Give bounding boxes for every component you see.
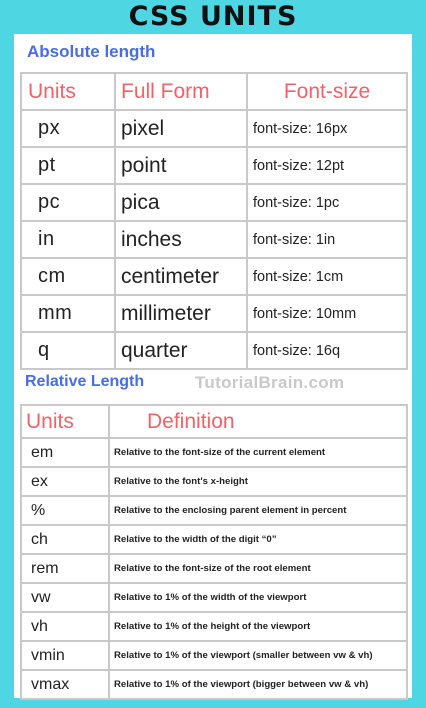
definition-cell: Relative to the enclosing parent element… — [108, 495, 408, 526]
full-form-cell: point — [114, 146, 248, 185]
unit-cell: vh — [20, 611, 110, 642]
font-size-cell: font-size: 1in — [246, 220, 408, 259]
unit-cell: q — [20, 331, 116, 370]
definition-cell: Relative to the font-size of the current… — [108, 437, 408, 468]
absolute-units-table: Units Full Form Font-size px pixel font-… — [20, 72, 408, 370]
table-row: ex Relative to the font's x-height — [20, 466, 408, 497]
font-size-cell: font-size: 10mm — [246, 294, 408, 333]
table-row: cm centimeter font-size: 1cm — [20, 257, 408, 296]
definition-cell: Relative to 1% of the viewport (bigger b… — [108, 669, 408, 700]
table-row: ch Relative to the width of the digit “0… — [20, 524, 408, 555]
unit-cell: in — [20, 220, 116, 259]
unit-cell: cm — [20, 257, 116, 296]
relative-length-heading: Relative Length — [25, 373, 145, 390]
table-row: px pixel font-size: 16px — [20, 109, 408, 148]
font-size-cell: font-size: 16px — [246, 109, 408, 148]
unit-cell: pc — [20, 183, 116, 222]
column-header-units: Units — [20, 404, 110, 439]
table-header-row: Units Full Form Font-size — [20, 72, 408, 111]
full-form-cell: inches — [114, 220, 248, 259]
column-header-full-form: Full Form — [114, 72, 248, 111]
table-row: mm millimeter font-size: 10mm — [20, 294, 408, 333]
table-row: vw Relative to 1% of the width of the vi… — [20, 582, 408, 613]
unit-cell: % — [20, 495, 110, 526]
definition-cell: Relative to the font's x-height — [108, 466, 408, 497]
unit-cell: ex — [20, 466, 110, 497]
full-form-cell: pixel — [114, 109, 248, 148]
watermark-text: TutorialBrain.com — [195, 373, 345, 392]
definition-cell: Relative to 1% of the width of the viewp… — [108, 582, 408, 613]
content-card: Absolute length Units Full Form Font-siz… — [14, 34, 412, 700]
page-title: CSS UNITS — [128, 1, 298, 32]
table-row: vh Relative to 1% of the height of the v… — [20, 611, 408, 642]
absolute-length-heading: Absolute length — [27, 42, 156, 61]
full-form-cell: pica — [114, 183, 248, 222]
table-row: em Relative to the font-size of the curr… — [20, 437, 408, 468]
unit-cell: vmin — [20, 640, 110, 671]
relative-units-table: Units Definition em Relative to the font… — [20, 404, 408, 700]
definition-cell: Relative to 1% of the height of the view… — [108, 611, 408, 642]
full-form-cell: centimeter — [114, 257, 248, 296]
font-size-cell: font-size: 1pc — [246, 183, 408, 222]
unit-cell: vw — [20, 582, 110, 613]
unit-cell: vmax — [20, 669, 110, 700]
definition-cell: Relative to 1% of the viewport (smaller … — [108, 640, 408, 671]
table-row: q quarter font-size: 16q — [20, 331, 408, 370]
table-row: rem Relative to the font-size of the roo… — [20, 553, 408, 584]
full-form-cell: millimeter — [114, 294, 248, 333]
font-size-cell: font-size: 16q — [246, 331, 408, 370]
unit-cell: mm — [20, 294, 116, 333]
unit-cell: em — [20, 437, 110, 468]
unit-cell: rem — [20, 553, 110, 584]
unit-cell: ch — [20, 524, 110, 555]
full-form-cell: quarter — [114, 331, 248, 370]
table-header-row: Units Definition — [20, 404, 408, 439]
table-row: % Relative to the enclosing parent eleme… — [20, 495, 408, 526]
table-row: pt point font-size: 12pt — [20, 146, 408, 185]
table-row: pc pica font-size: 1pc — [20, 183, 408, 222]
table-row: vmin Relative to 1% of the viewport (sma… — [20, 640, 408, 671]
unit-cell: px — [20, 109, 116, 148]
font-size-cell: font-size: 1cm — [246, 257, 408, 296]
table-row: vmax Relative to 1% of the viewport (big… — [20, 669, 408, 700]
table-row: in inches font-size: 1in — [20, 220, 408, 259]
font-size-cell: font-size: 12pt — [246, 146, 408, 185]
column-header-definition: Definition — [108, 404, 408, 439]
unit-cell: pt — [20, 146, 116, 185]
column-header-units: Units — [20, 72, 116, 111]
column-header-font-size: Font-size — [246, 72, 408, 111]
definition-cell: Relative to the font-size of the root el… — [108, 553, 408, 584]
definition-cell: Relative to the width of the digit “0” — [108, 524, 408, 555]
